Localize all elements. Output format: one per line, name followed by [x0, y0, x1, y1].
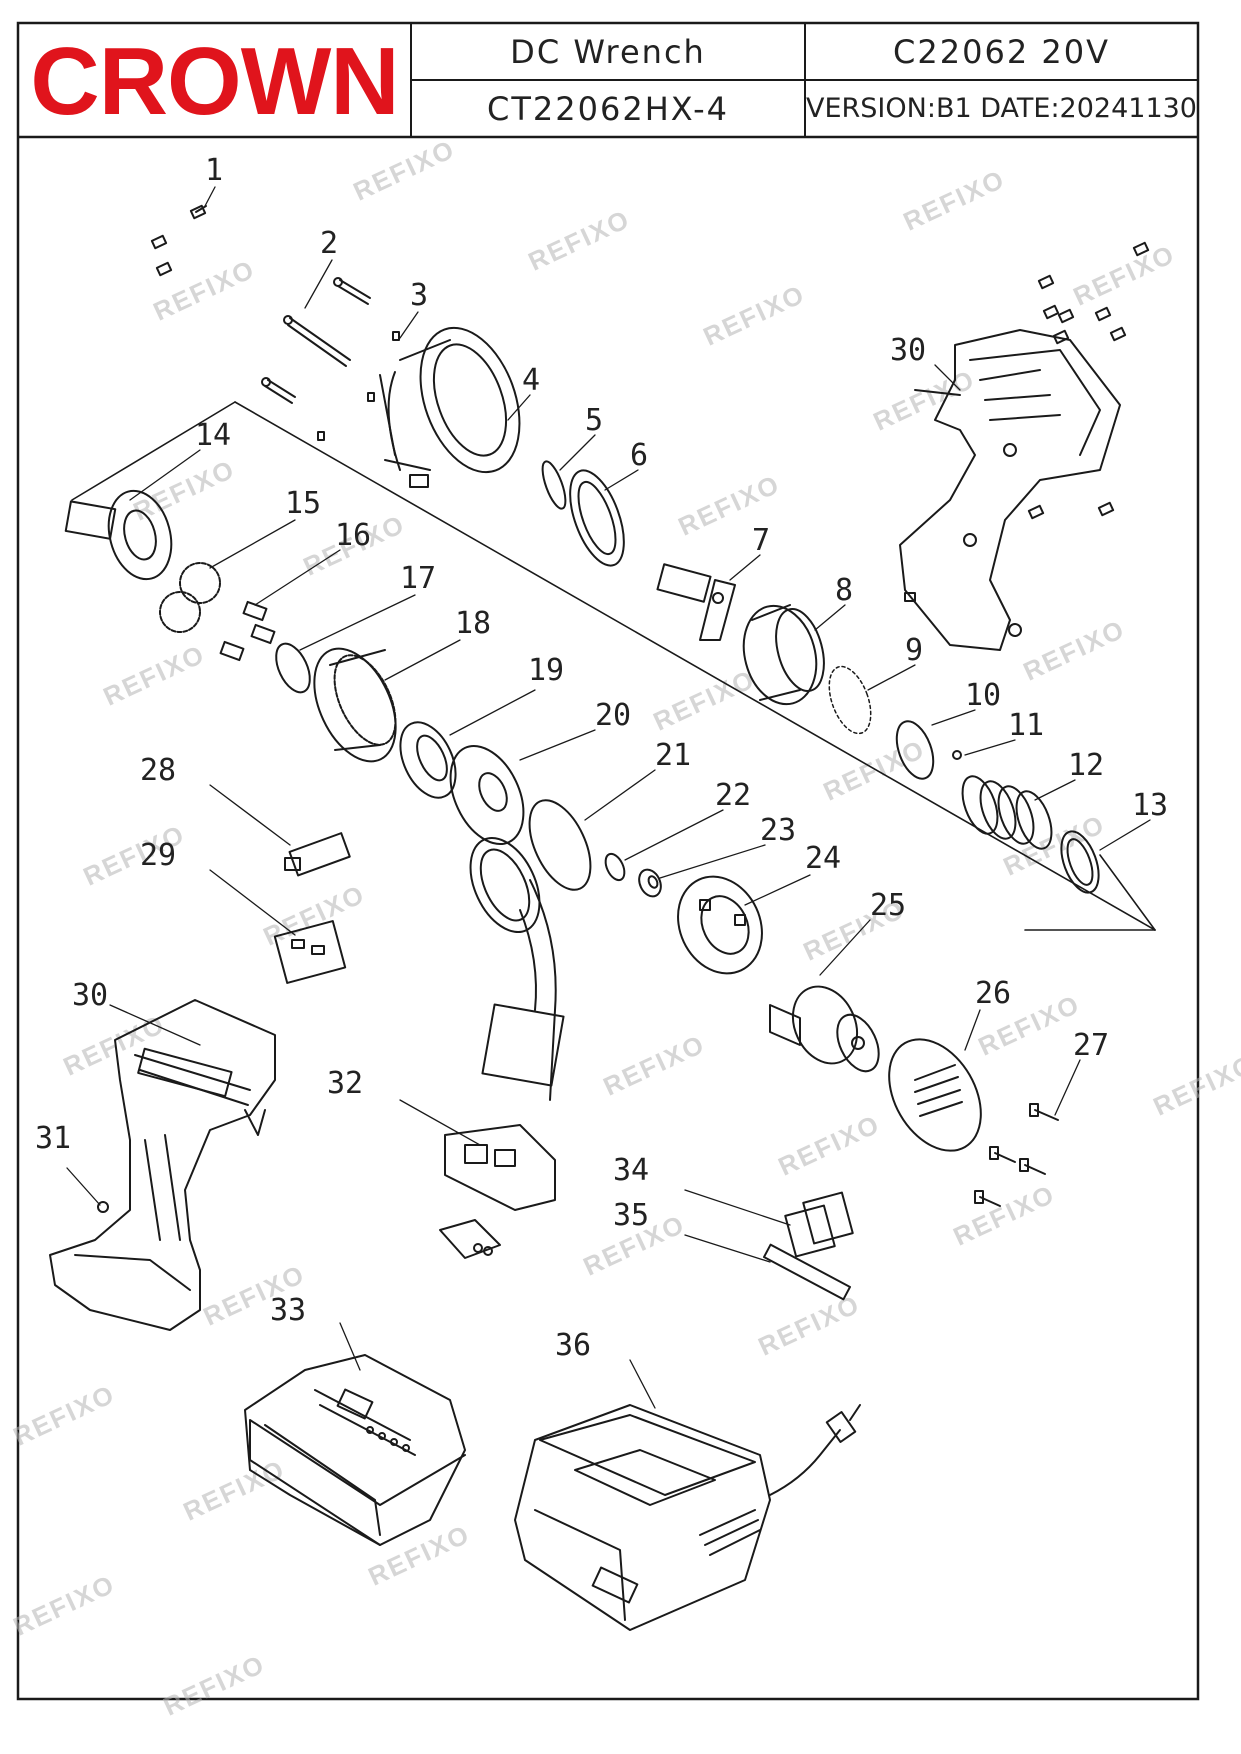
part-24-stator	[677, 875, 763, 975]
part-19-bearing	[399, 721, 457, 799]
part-33-battery-pack	[244, 1354, 466, 1546]
callout-31: 31	[35, 1121, 71, 1156]
version-date: VERSION:B1 DATE:20241130	[806, 93, 1197, 124]
part-16-needle-pins	[219, 600, 276, 662]
part-31-screw	[97, 1201, 109, 1213]
part-8-hammer	[742, 604, 825, 706]
callout-8: 8	[835, 573, 853, 608]
callout-25: 25	[870, 888, 906, 923]
part-5-oring	[541, 460, 567, 510]
callout-3: 3	[410, 278, 428, 313]
callout-4: 4	[522, 363, 540, 398]
callout-10: 10	[965, 678, 1001, 713]
callout-28: 28	[140, 753, 176, 788]
callout-numbers: 1 2 3 4 5 6 7 8 9 10 11 12 13 14 15 16 1…	[35, 153, 1168, 1363]
callout-7: 7	[752, 523, 770, 558]
callout-35: 35	[613, 1198, 649, 1233]
callout-19: 19	[528, 653, 564, 688]
part-30-housing-right	[899, 329, 1121, 651]
leader-lines	[66, 186, 1151, 1409]
part-25-rotor	[769, 985, 880, 1073]
callout-32: 32	[327, 1066, 363, 1101]
callout-9: 9	[905, 633, 923, 668]
callout-29: 29	[140, 838, 176, 873]
callout-6: 6	[630, 438, 648, 473]
part-35-foam-strip	[762, 1243, 852, 1301]
callout-33: 33	[270, 1293, 306, 1328]
callout-2: 2	[320, 226, 338, 261]
callout-22: 22	[715, 778, 751, 813]
part-28-bit-holder	[284, 832, 351, 877]
product-name: DC Wrench	[510, 32, 706, 71]
callout-30-left: 30	[72, 978, 108, 1013]
callout-26: 26	[975, 976, 1011, 1011]
part-22-ring	[604, 852, 626, 882]
assembly-axis-lines	[71, 401, 1156, 931]
part-4-gear-housing	[379, 326, 521, 488]
callout-14: 14	[195, 418, 231, 453]
brand-logo: CROWN	[30, 28, 399, 135]
part-6-washer	[569, 469, 625, 567]
part-9-steel-balls	[828, 665, 872, 735]
part-17-circlip	[275, 642, 311, 694]
model-number: C22062 20V	[893, 32, 1110, 71]
part-12-spring	[961, 775, 1053, 850]
part-10-ring	[895, 720, 935, 780]
part-code: CT22062HX-4	[487, 89, 729, 128]
part-3-dowels	[317, 331, 400, 441]
callout-5: 5	[585, 403, 603, 438]
part-1-screws	[150, 204, 207, 277]
callout-23: 23	[760, 813, 796, 848]
part-15-planet-gears	[159, 562, 221, 633]
callout-11: 11	[1008, 708, 1044, 743]
part-26-rear-cover	[888, 1038, 982, 1152]
callout-16: 16	[335, 518, 371, 553]
callout-1: 1	[205, 153, 223, 188]
part-21-oring	[528, 799, 592, 891]
callout-20: 20	[595, 698, 631, 733]
part-29-switch-insert	[273, 920, 347, 984]
part-18-ring-gear	[313, 647, 397, 763]
callout-36: 36	[555, 1328, 591, 1363]
part-34-insulation-pads	[784, 1191, 854, 1258]
callout-34: 34	[613, 1153, 649, 1188]
callout-30-right: 30	[890, 333, 926, 368]
part-20-gear-plate	[449, 744, 525, 846]
callout-21: 21	[655, 738, 691, 773]
part-11-ball	[952, 750, 962, 760]
callout-12: 12	[1068, 748, 1104, 783]
part-7-anvil	[656, 563, 736, 641]
part-30-housing-left	[49, 999, 276, 1331]
part-2-pins	[261, 277, 371, 404]
callout-24: 24	[805, 841, 841, 876]
callout-17: 17	[400, 561, 436, 596]
callout-18: 18	[455, 606, 491, 641]
callout-27: 27	[1073, 1028, 1109, 1063]
callout-13: 13	[1132, 788, 1168, 823]
part-32-switch-assembly	[439, 836, 565, 1259]
part-30-screws	[904, 241, 1150, 602]
part-14-spindle	[64, 489, 173, 581]
callout-15: 15	[285, 486, 321, 521]
part-23-bearing	[638, 868, 662, 898]
part-36-charger	[514, 1404, 861, 1631]
part-13-washer	[1060, 830, 1100, 894]
part-27-screws	[974, 1103, 1059, 1207]
